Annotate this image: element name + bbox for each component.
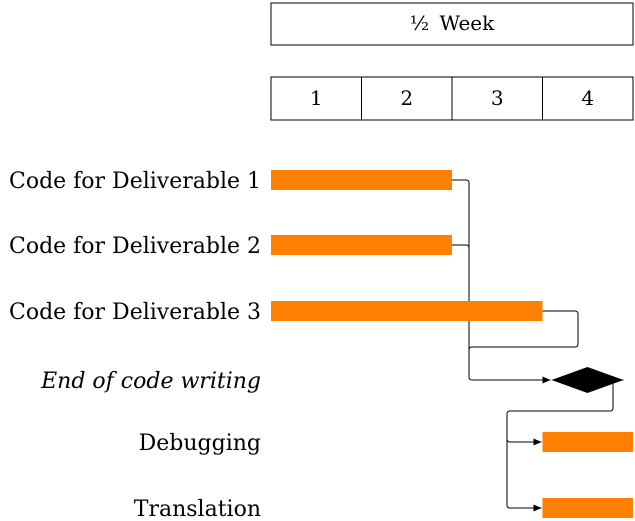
task-label: Debugging: [139, 431, 261, 456]
dependency-link: [506, 438, 542, 443]
task-label: End of code writing: [40, 369, 261, 394]
milestone-diamond: [551, 367, 624, 393]
task-label: Code for Deliverable 2: [9, 234, 261, 259]
dependency-links: [452, 179, 624, 512]
task-label: Code for Deliverable 3: [9, 300, 261, 325]
dependency-link: [468, 310, 579, 351]
link-arrowhead: [533, 438, 542, 446]
period-label-4: 4: [581, 86, 594, 110]
task-bar: [271, 301, 543, 321]
task-bar: [542, 432, 633, 452]
period-label-3: 3: [491, 86, 504, 110]
task-bar: [542, 498, 633, 518]
task-label: Code for Deliverable 1: [9, 169, 261, 194]
dependency-link: [452, 244, 470, 249]
link-arrowhead: [533, 504, 542, 512]
period-header: 1 2 3 4: [270, 76, 634, 121]
dependency-link: [452, 179, 470, 184]
dependency-link: [468, 183, 551, 381]
link-arrowhead: [542, 376, 551, 384]
period-cell-4: [542, 76, 634, 121]
task-marks: [271, 170, 633, 518]
period-label-2: 2: [400, 86, 413, 110]
period-label-1: 1: [310, 86, 323, 110]
task-label: Translation: [134, 497, 261, 521]
task-bar: [271, 170, 452, 190]
task-labels: Code for Deliverable 1 Code for Deliverab…: [9, 169, 261, 521]
title-unit: Week: [440, 11, 496, 35]
title-fraction: ½: [410, 11, 429, 35]
title-text: ½ Week: [410, 11, 495, 35]
task-bar: [271, 235, 452, 255]
title-box: [270, 2, 634, 46]
